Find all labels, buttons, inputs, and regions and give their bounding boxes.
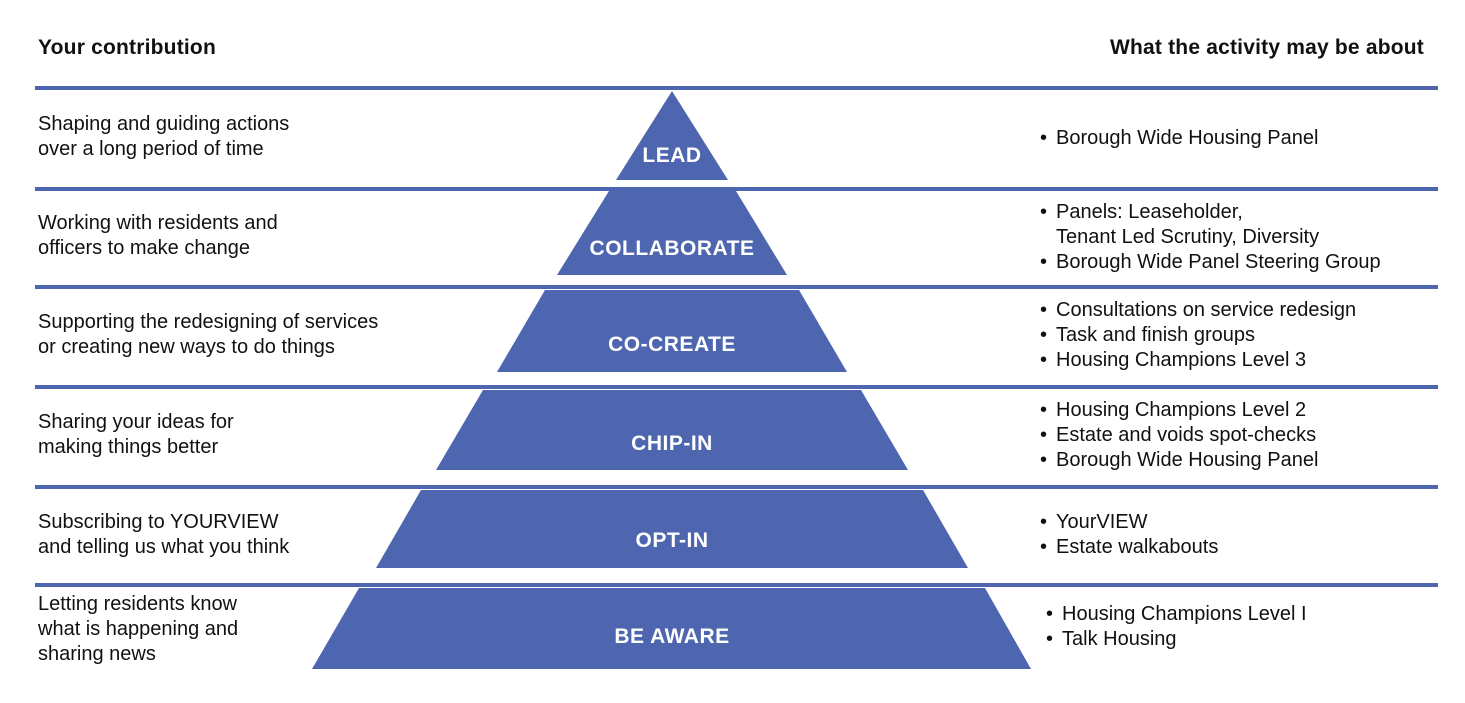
activity-item: Estate and voids spot-checks [1040,423,1460,448]
contribution-line: officers to make change [38,237,250,259]
activity-line: Panels: Leaseholder, [1056,201,1243,223]
activities-lead: Borough Wide Housing Panel [1040,126,1460,151]
tier-label-collaborate: COLLABORATE [589,237,755,260]
contribution-line: Shaping and guiding actions [38,113,290,135]
contribution-line: over a long period of time [38,138,264,160]
activity-item: Borough Wide Panel Steering Group [1040,250,1460,275]
tier-label-lead: LEAD [642,144,702,167]
contribution-line: Supporting the redesigning of services [38,311,379,333]
activity-item: Borough Wide Housing Panel [1040,448,1460,473]
tier-label-co-create: CO-CREATE [608,333,736,356]
activity-item: Borough Wide Housing Panel [1040,126,1460,151]
pyramid-tier-chip-in [436,390,908,470]
row-divider [35,385,1438,389]
row-divider [35,583,1438,587]
pyramid-tier-be-aware [312,588,1031,669]
right-column-header: What the activity may be about [1109,36,1424,59]
activity-item: Consultations on service redesign [1040,298,1460,323]
tier-label-opt-in: OPT-IN [635,529,709,552]
contribution-co-create: Supporting the redesigning of services o… [38,310,508,360]
contribution-line: and telling us what you think [38,536,290,558]
contribution-line: sharing news [38,643,156,665]
contribution-opt-in: Subscribing to YOURVIEW and telling us w… [38,510,508,560]
pyramid-tier-collaborate [557,191,787,275]
row-divider [35,187,1438,191]
activities-be-aware: Housing Champions Level I Talk Housing [1046,602,1465,652]
contribution-lead: Shaping and guiding actions over a long … [38,112,508,162]
activity-item: Housing Champions Level I [1046,602,1465,627]
activity-item: Talk Housing [1046,627,1465,652]
contribution-line: Working with residents and [38,212,278,234]
activity-item: Estate walkabouts [1040,535,1460,560]
activity-line: Tenant Led Scrutiny, Diversity [1056,226,1320,248]
tier-label-be-aware: BE AWARE [614,625,730,648]
activities-co-create: Consultations on service redesign Task a… [1040,298,1460,373]
activity-item: Housing Champions Level 2 [1040,398,1460,423]
activity-item: Task and finish groups [1040,323,1460,348]
left-column-header: Your contribution [38,36,216,59]
row-divider [35,86,1438,90]
contribution-line: Letting residents know [38,593,238,615]
contribution-line: Sharing your ideas for [38,411,234,433]
activities-chip-in: Housing Champions Level 2 Estate and voi… [1040,398,1460,473]
activity-item: YourVIEW [1040,510,1460,535]
pyramid-tier-co-create [497,290,847,372]
tier-label-chip-in: CHIP-IN [631,432,713,455]
activity-item: Housing Champions Level 3 [1040,348,1460,373]
contribution-line: making things better [38,436,219,458]
activities-opt-in: YourVIEW Estate walkabouts [1040,510,1460,560]
activity-item: Panels: Leaseholder, Tenant Led Scrutiny… [1040,200,1460,250]
pyramid-tier-lead [616,91,728,180]
contribution-line: what is happening and [38,618,239,640]
contribution-collaborate: Working with residents and officers to m… [38,211,508,261]
activities-collaborate: Panels: Leaseholder, Tenant Led Scrutiny… [1040,200,1460,275]
row-divider [35,285,1438,289]
pyramid-tier-opt-in [376,490,968,568]
contribution-line: Subscribing to YOURVIEW [38,511,279,533]
contribution-be-aware: Letting residents know what is happening… [38,592,508,667]
contribution-chip-in: Sharing your ideas for making things bet… [38,410,508,460]
contribution-line: or creating new ways to do things [38,336,335,358]
row-divider [35,485,1438,489]
